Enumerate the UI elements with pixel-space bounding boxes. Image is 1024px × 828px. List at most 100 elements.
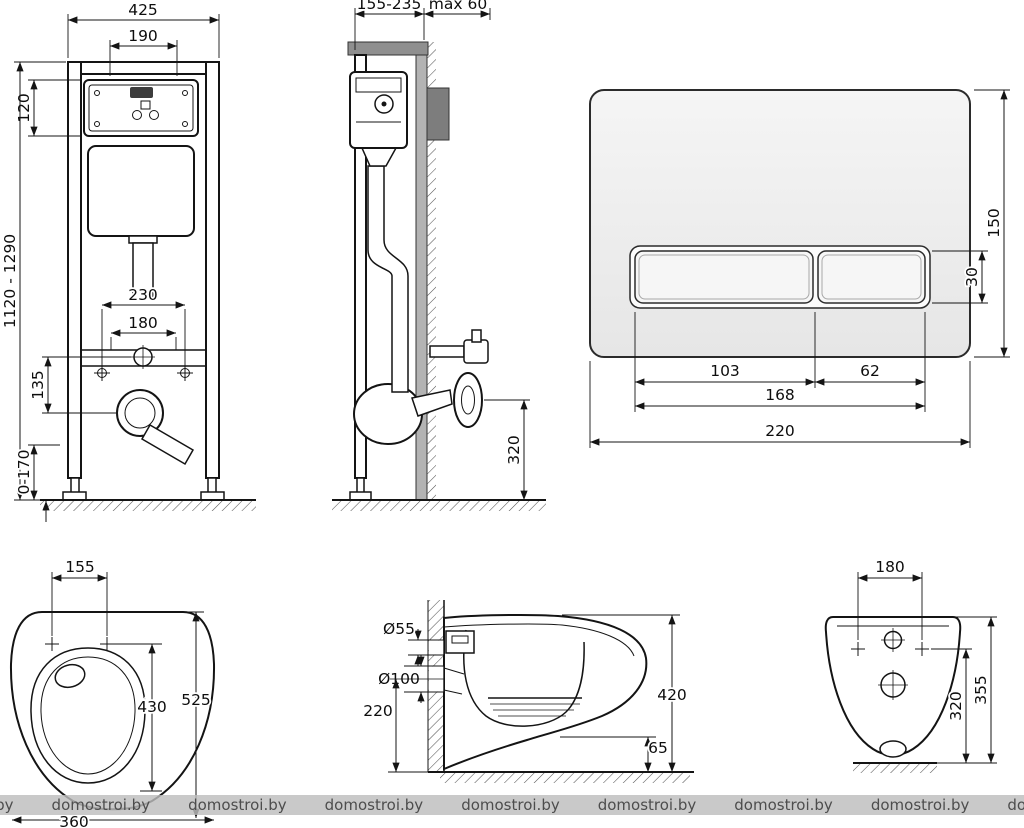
dim-bolt-spacing: 230	[101, 284, 186, 367]
fixing-bolts	[94, 365, 193, 381]
dim-access-width: 190	[109, 25, 178, 76]
bowl-length-label: 525	[181, 691, 211, 709]
wall-bracket	[426, 87, 450, 141]
button-height-label: 30	[963, 267, 981, 287]
dim-depth-range: 155-235	[354, 0, 425, 50]
flush-opening	[54, 663, 86, 689]
bowl-cavity	[463, 629, 585, 727]
dim-bowl-height: 420	[562, 614, 689, 773]
dim-small-button-width: 62	[814, 360, 926, 386]
cistern-access-panel	[83, 79, 199, 137]
outlet-hole	[878, 670, 908, 700]
small-flush-button	[817, 250, 926, 304]
outlet-bend-assembly	[353, 372, 483, 445]
outlet-socket	[116, 389, 195, 466]
small-button-width-label: 62	[860, 362, 880, 380]
depth-range-label: 155-235	[357, 0, 422, 13]
inlet-hole	[881, 628, 905, 652]
dim-front-clearance: 65	[560, 736, 670, 773]
bowl-profile	[443, 613, 648, 771]
cistern	[87, 145, 195, 237]
flush-plate-view: 103 62 168 220 150 30	[589, 89, 1010, 448]
frame-width-label: 425	[128, 1, 158, 19]
dim-foot-adjust: 0-170	[13, 444, 60, 501]
flush-pipe	[128, 235, 158, 299]
watermark-text: domostroi.by	[1007, 796, 1024, 814]
floor-side	[332, 499, 546, 511]
watermark-bar: domostroi.by domostroi.by domostroi.by d…	[0, 795, 1024, 815]
top-fixing-bracket	[347, 41, 429, 56]
watermark-text: domostroi.by	[324, 796, 424, 814]
bolt-spacing-label: 230	[128, 286, 158, 304]
watermark-text: domostroi.by	[597, 796, 697, 814]
floor-front	[40, 499, 256, 522]
access-width-label: 190	[128, 27, 158, 45]
dim-hinge-spacing: 155	[51, 556, 108, 636]
plate-width-label: 220	[765, 422, 795, 440]
flush-plate	[589, 89, 971, 358]
side-outlet-height-label: 320	[505, 435, 523, 465]
dim-bowl-width: 360	[11, 811, 215, 828]
dim-outlet-height-side: 220	[361, 678, 444, 773]
rim-inner-line	[443, 623, 635, 657]
dim-bowl-length: 525	[179, 611, 213, 819]
access-height-label: 120	[15, 93, 33, 123]
buttons-width-label: 168	[765, 386, 795, 404]
floor-bowl-back	[853, 762, 937, 773]
hole-spacing-label: 180	[875, 558, 905, 576]
watermark-text: domostroi.by	[734, 796, 833, 814]
inlet-diameter-label: Ø55	[383, 620, 415, 638]
dim-inner-length: 430	[114, 643, 169, 792]
big-flush-button	[634, 250, 814, 304]
seat-ring-outer	[30, 647, 146, 784]
flush-pipe-side	[367, 165, 409, 393]
cistern-side	[349, 71, 408, 167]
plate-height-label: 150	[985, 208, 1003, 238]
bowl-width-label: 360	[59, 813, 89, 828]
bowl-side-view: Ø55 Ø100 220 420 65	[361, 600, 694, 783]
seat-ring-inner	[40, 656, 136, 775]
foot-adjust-label: 0-170	[15, 449, 33, 494]
watermark-text: domostroi.by	[0, 796, 14, 814]
fixing-spacing-label: 180	[128, 314, 158, 332]
bowl-height-label: 420	[657, 686, 687, 704]
wall	[415, 41, 428, 501]
dim-frame-width: 425	[67, 0, 220, 58]
supply-connection	[131, 345, 155, 369]
dim-back-height: 355	[956, 616, 997, 764]
dim-button-height: 30	[932, 250, 988, 304]
dim-fixing-height: 320	[931, 648, 997, 764]
dim-max-wall-distance: max 60	[423, 0, 491, 20]
dim-outlet-offset: 135	[27, 356, 131, 414]
outlet-height-label: 220	[363, 702, 393, 720]
max-wall-label: max 60	[429, 0, 487, 13]
big-button-width-label: 103	[710, 362, 740, 380]
dim-side-outlet-height: 320	[484, 399, 530, 501]
frame-side-view: 155-235 max 60 320	[332, 0, 546, 511]
dim-plate-height: 150	[974, 89, 1010, 358]
watermark-text: domostroi.by	[870, 796, 970, 814]
water-supply-fitting	[429, 329, 489, 364]
bowl-back-view: 180 320 355	[824, 556, 997, 773]
front-clearance-label: 65	[648, 739, 668, 757]
watermark-text: domostroi.by	[461, 796, 560, 814]
dim-hole-spacing: 180	[857, 556, 923, 640]
frame-height-label: 1120 - 1290	[1, 234, 19, 328]
outlet-offset-label: 135	[29, 370, 47, 400]
dim-frame-height: 1120 - 1290	[0, 61, 66, 501]
fixing-holes-back	[851, 642, 929, 656]
outlet-bottom	[879, 740, 907, 758]
wall-hatch	[427, 42, 436, 500]
dim-fixing-spacing: 180	[110, 312, 177, 350]
dim-plate-width: 220	[589, 361, 971, 448]
floor-bowl-side	[428, 771, 694, 783]
frame-structure	[62, 61, 225, 501]
inlet-pipe	[428, 630, 475, 656]
hinge-spacing-label: 155	[65, 558, 95, 576]
fixing-height-label: 320	[947, 691, 965, 721]
frame-front-view: 425 190 120 1120 - 1290 230	[0, 0, 256, 522]
seat-hinge-holes	[45, 637, 114, 651]
dim-big-button-width: 103	[634, 312, 926, 412]
